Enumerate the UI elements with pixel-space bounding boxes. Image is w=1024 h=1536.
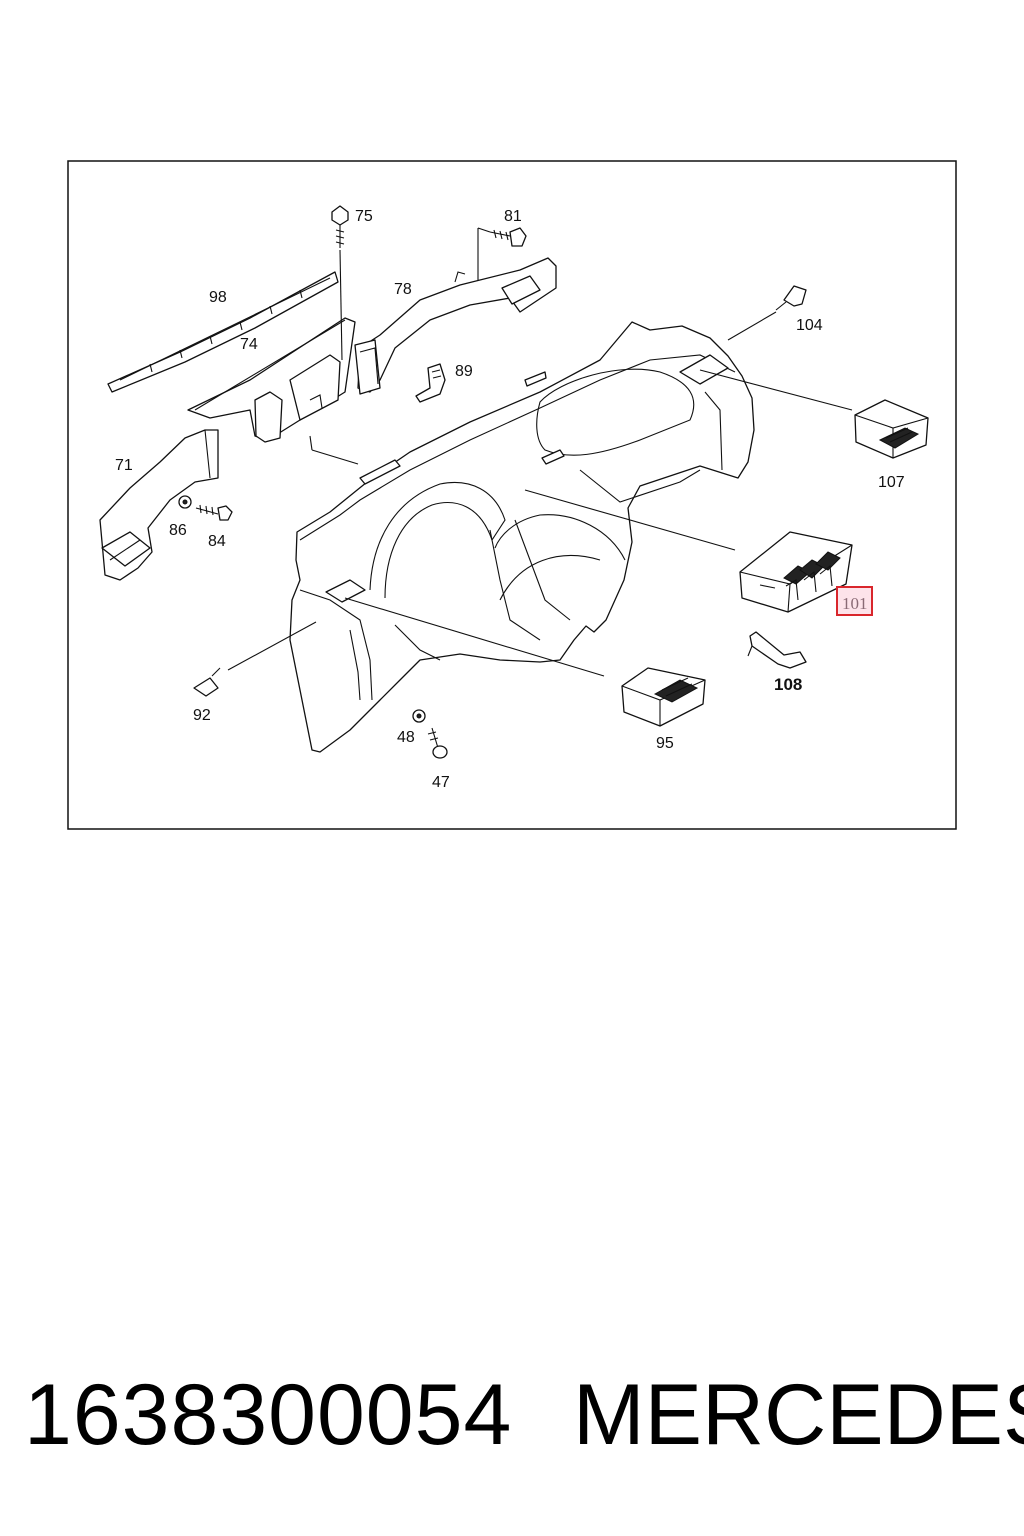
footer-caption: 1638300054 MERCEDES: [0, 1365, 1024, 1475]
fastener-47-screw: [427, 727, 448, 759]
part-108-bracket: [747, 631, 807, 669]
callout-71: 71: [115, 457, 133, 474]
callout-labels: 75 81 98 78 104 74 89 71 107 86 84 101 1…: [115, 208, 905, 791]
callout-74: 74: [240, 336, 258, 353]
fastener-75-screw: [331, 205, 349, 248]
callout-47: 47: [432, 774, 450, 791]
part-101-center-vent: [739, 531, 853, 613]
callout-89: 89: [455, 363, 473, 380]
fastener-92-clip: [193, 667, 221, 697]
fastener-81-screw: [489, 227, 527, 247]
fastener-86-washer: [178, 495, 192, 509]
callout-95: 95: [656, 735, 674, 752]
brand-name: MERCEDES: [573, 1367, 1024, 1463]
callout-75: 75: [355, 208, 373, 225]
callout-108: 108: [774, 675, 802, 694]
part-number: 1638300054: [24, 1367, 513, 1463]
callout-92: 92: [193, 707, 211, 724]
fastener-104-clip: [775, 285, 807, 311]
part-107-right-vent: [854, 399, 929, 459]
dashboard-body: [289, 321, 755, 753]
callout-107: 107: [878, 474, 905, 491]
callout-98: 98: [209, 289, 227, 306]
callout-101-highlight-box: [836, 586, 873, 616]
callout-104: 104: [796, 317, 823, 334]
part-98-defroster-strip: [107, 271, 339, 393]
fastener-84-screw: [195, 504, 233, 521]
leader-lines: [227, 227, 853, 677]
part-78-side-duct: [354, 257, 557, 395]
callout-101: 101: [842, 594, 868, 613]
callout-84: 84: [208, 533, 226, 550]
part-89-clip: [415, 363, 446, 403]
callout-48: 48: [397, 729, 415, 746]
callout-81: 81: [504, 208, 522, 225]
callout-86: 86: [169, 522, 187, 539]
part-71-left-duct: [99, 429, 219, 581]
fastener-48-washer: [412, 709, 426, 723]
callout-78: 78: [394, 281, 412, 298]
diagram-frame: [67, 160, 957, 830]
part-74-upper-duct: [187, 317, 356, 443]
part-95-left-vent: [621, 667, 706, 727]
